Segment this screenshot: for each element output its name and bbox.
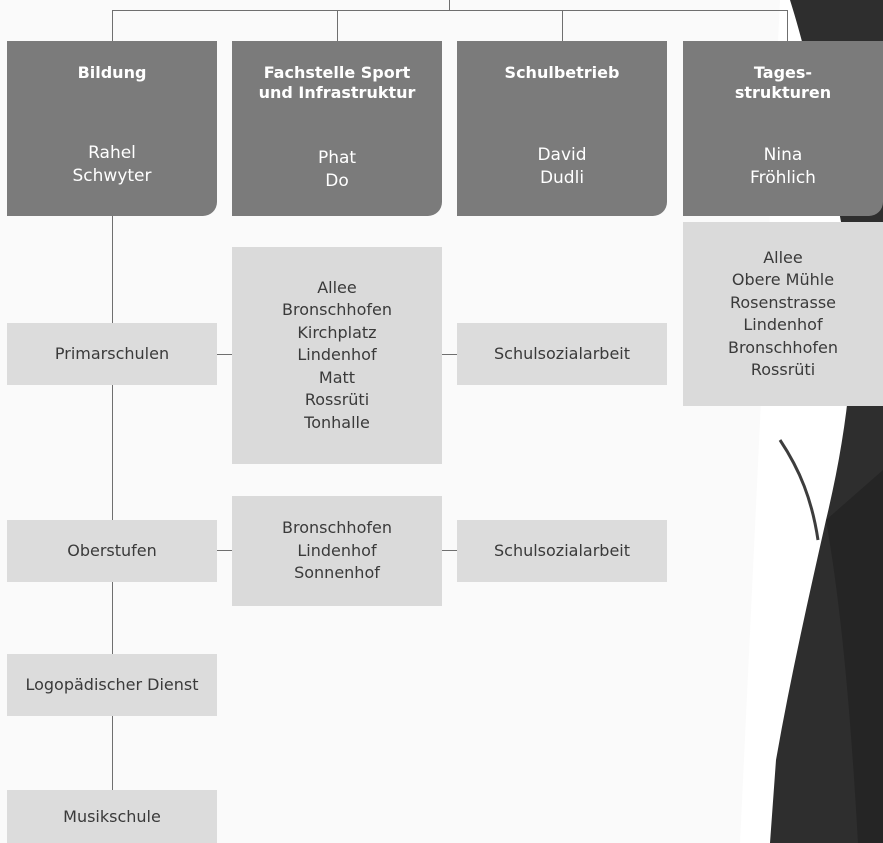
department-tagesstrukturen: Tages- strukturen Nina Fröhlich <box>683 41 883 216</box>
unit-logopaedischer-dienst: Logopädischer Dienst <box>7 654 217 716</box>
connector-primar-locations <box>217 354 232 355</box>
connector-ober-social <box>442 550 457 551</box>
department-head-name: Rahel Schwyter <box>72 143 152 186</box>
unit-musikschule: Musikschule <box>7 790 217 843</box>
locations-oberstufen: Bronschhofen Lindenhof Sonnenhof <box>232 496 442 606</box>
department-bildung: Bildung Rahel Schwyter <box>7 41 217 216</box>
social-work-oberstufen: Schulsozialarbeit <box>457 520 667 582</box>
department-head-name: Phat Do <box>317 148 357 191</box>
department-schulbetrieb: Schulbetrieb David Dudli <box>457 41 667 216</box>
department-title: Schulbetrieb <box>504 63 620 82</box>
connector-top-stem <box>449 0 450 10</box>
department-head-name: Nina Fröhlich <box>750 145 816 188</box>
connector-drop-fachstelle <box>337 10 338 41</box>
unit-primarschulen: Primarschulen <box>7 323 217 385</box>
connector-drop-tagesstrukturen <box>787 10 788 41</box>
department-fachstelle-sport: Fachstelle Sport und Infrastruktur Phat … <box>232 41 442 216</box>
connector-drop-schulbetrieb <box>562 10 563 41</box>
locations-tagesstrukturen: Allee Obere Mühle Rosenstrasse Lindenhof… <box>683 222 883 406</box>
connector-bildung-spine <box>112 216 113 790</box>
department-title: Bildung <box>77 63 147 82</box>
department-title: Fachstelle Sport und Infrastruktur <box>258 63 416 102</box>
connector-primar-social <box>442 354 457 355</box>
connector-drop-bildung <box>112 10 113 41</box>
department-title: Tages- strukturen <box>734 63 832 102</box>
connector-ober-locations <box>217 550 232 551</box>
unit-oberstufen: Oberstufen <box>7 520 217 582</box>
social-work-primarschulen: Schulsozialarbeit <box>457 323 667 385</box>
locations-primarschulen: Allee Bronschhofen Kirchplatz Lindenhof … <box>232 247 442 464</box>
department-head-name: David Dudli <box>537 145 587 188</box>
connector-top-bar <box>112 10 787 11</box>
